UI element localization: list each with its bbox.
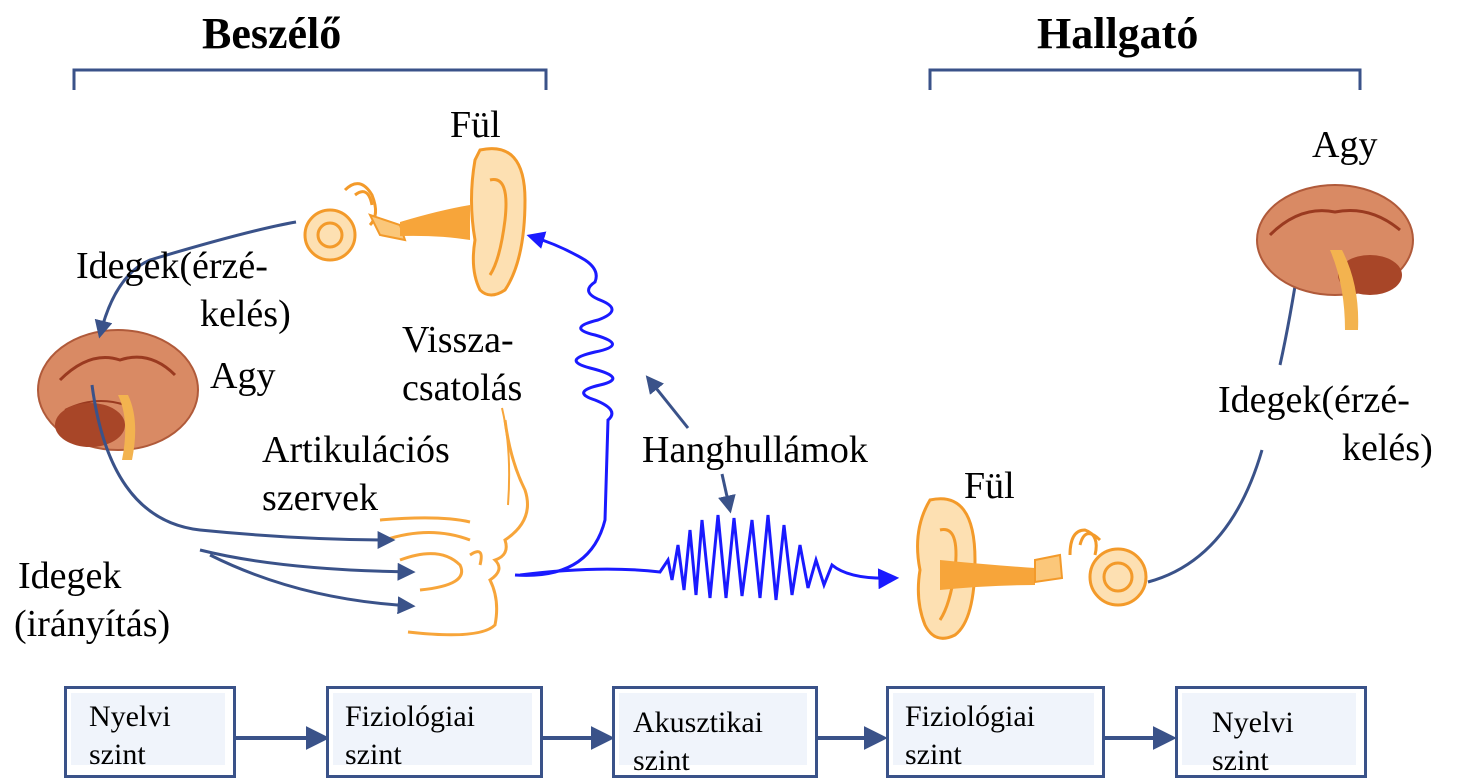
listener-ear-icon [918,499,1035,639]
speaker-brain-label: Agy [210,356,275,396]
feedback-label-2: csatolás [402,368,522,408]
listener-bracket [930,70,1360,90]
listener-sensory-nerve-label-2: kelés) [1342,428,1433,468]
feedback-wave-arrow [515,236,613,575]
level-box-text-line1: Nyelvi [89,699,171,735]
speaker-sensory-nerve-label-2: kelés) [200,294,291,334]
motor-nerve-label-1: Idegek [18,556,121,596]
feedback-connector [502,408,509,505]
level-box-acoustic: Akusztikai szint [612,686,818,778]
level-box-speaker-linguistic: Nyelvi szint [64,686,236,778]
articulators-label-1: Artikulációs [262,430,450,470]
listener-ear-label: Fül [964,466,1015,506]
listener-sensory-nerve-label-1: Idegek(érzé- [1218,380,1410,420]
speaker-inner-ear-icon [305,184,405,260]
speaker-title: Beszélő [202,10,341,58]
speaker-bracket [74,70,546,90]
motor-nerve-label-2: (irányítás) [14,604,170,644]
sound-wave-arrow [520,515,895,600]
feedback-label-1: Vissza- [402,320,514,360]
sound-label-arrow-up [648,378,688,428]
level-box-text-line1: Akusztikai [633,705,763,741]
level-box-text-line2: szint [89,737,146,773]
speaker-ear-icon [400,149,525,295]
sound-label-arrow-down [722,474,730,510]
speaker-motor-nerve-2 [200,550,412,572]
level-box-listener-physiological: Fiziológiai szint [886,686,1105,778]
level-box-text-line1: Fiziológiai [905,699,1035,735]
articulators-label-2: szervek [262,478,378,518]
level-box-listener-linguistic: Nyelvi szint [1175,686,1367,778]
speaker-motor-nerve-3 [210,555,412,606]
speaker-sensory-nerve-label-1: Idegek(érzé- [76,246,268,286]
speaker-ear-label: Fül [450,105,501,145]
level-box-text-line1: Fiziológiai [345,699,475,735]
sound-waves-label: Hanghullámok [642,430,868,470]
level-box-speaker-physiological: Fiziológiai szint [326,686,543,778]
listener-inner-ear-icon [1035,530,1146,605]
speaker-brain-icon [38,330,198,460]
listener-brain-label: Agy [1312,125,1377,165]
level-box-text-line2: szint [633,743,690,779]
level-box-text-line2: szint [905,737,962,773]
level-box-text-line2: szint [345,737,402,773]
listener-brain-icon [1257,185,1413,330]
listener-title: Hallgató [1037,10,1198,58]
listener-nerve-arrow [1148,450,1262,582]
level-box-text-line1: Nyelvi [1212,705,1294,741]
level-box-text-line2: szint [1212,743,1269,779]
